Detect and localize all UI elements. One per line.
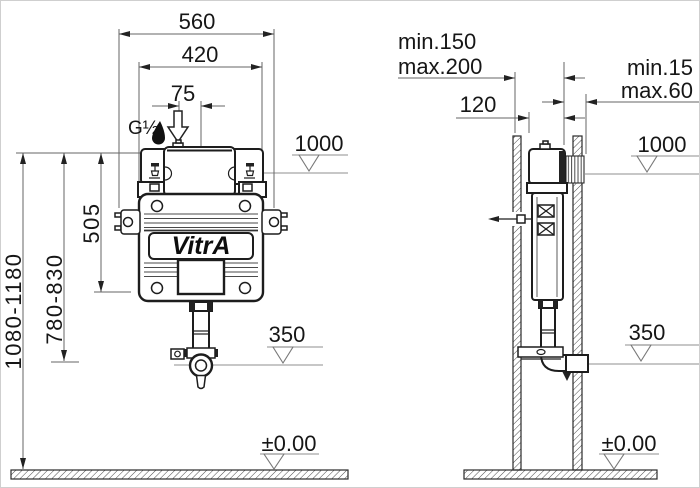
dim-inlet-offset: 75 [152,81,225,147]
dim-width-overall: 560 [118,9,275,208]
valve-icon [537,204,555,218]
dim-max60-label: max.60 [621,78,693,103]
dim-overall-height: 1080-1180 [1,153,26,469]
supply-arrow-icon [488,216,499,222]
inlet-arrow-icon [166,110,190,144]
dim-1080-1180-label: 1080-1180 [1,252,26,369]
level-marker-350-front: 350 [267,322,323,365]
level-350-side-label: 350 [629,320,666,345]
outlet-connector-side [565,354,589,373]
wall-bracket-right [261,209,288,235]
cistern-side [517,140,589,381]
cistern-front: VitrA [114,139,288,390]
wall-bracket-left [114,209,141,235]
dim-120-label: 120 [460,92,497,117]
dim-560-label: 560 [179,9,216,34]
level-1000-front-label: 1000 [295,131,344,156]
dim-max200-label: max.200 [398,54,482,79]
flush-opening [176,258,226,296]
level-triangle-icon [262,453,286,470]
dim-min15-label: min.15 [627,55,693,80]
dim-wall-clearance: min.150 max.200 [398,29,585,81]
dim-75-label: 75 [171,81,195,106]
dim-780-830-label: 780-830 [42,253,67,344]
dim-finish-thickness: min.15 max.60 [542,55,699,105]
level-marker-350-side: 350 [588,320,699,365]
dim-frame-depth: 120 [456,92,585,121]
level-marker-zero-side: ±0.00 [599,431,659,470]
level-triangle-icon [630,344,652,363]
dim-min150-label: min.150 [398,29,476,54]
floor-front [10,469,349,480]
level-zero-side-label: ±0.00 [602,431,657,456]
front-view: 560 420 75 G½ [1,9,349,480]
level-triangle-icon [272,346,294,365]
level-350-front-label: 350 [269,322,306,347]
flush-pipe [170,301,218,390]
fitting-icon-right [244,163,255,179]
level-triangle-icon [298,154,320,173]
dim-tank-height: 505 [79,153,131,293]
dim-505-label: 505 [79,202,104,243]
brand-logo: VitrA [172,232,231,260]
valve-icon [537,222,555,236]
dim-420-label: 420 [182,42,219,67]
support-bracket [517,346,564,358]
water-droplet-icon [152,121,165,145]
level-triangle-icon [602,453,626,470]
access-panel [163,146,236,197]
inlet-thread-label: G½ [128,118,159,139]
fitting-icon-left [149,163,160,179]
level-marker-zero-front: ±0.00 [260,431,319,470]
level-marker-1000-front: 1000 [292,131,348,173]
dim-outlet-height: 780-830 [42,153,79,363]
wall-right [572,135,583,471]
wall-left [512,135,522,471]
level-triangle-icon [636,155,658,174]
side-view: min.150 max.200 120 min.15 max.60 1000 [398,29,699,480]
floor-side [463,469,658,480]
level-zero-front-label: ±0.00 [262,431,317,456]
level-1000-side-label: 1000 [638,132,687,157]
level-marker-1000-side: 1000 [584,132,699,175]
dim-tank-width: 420 [138,42,263,188]
